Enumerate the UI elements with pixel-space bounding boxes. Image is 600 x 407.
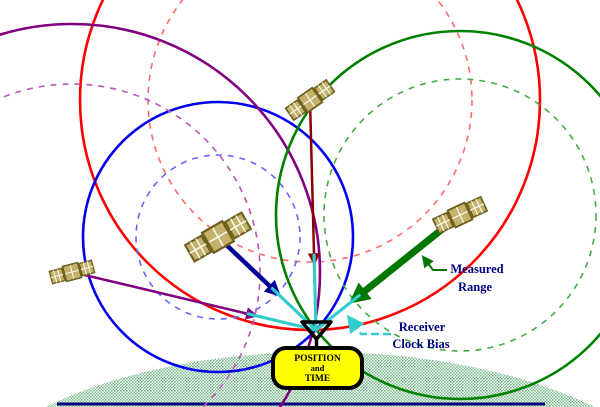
position-box-line2: and xyxy=(311,363,325,373)
measured-range-label-line2: Range xyxy=(458,280,492,294)
position-box-line1: POSITION xyxy=(294,354,341,364)
measured-range-circle-center xyxy=(135,154,301,320)
satellite-top-icon xyxy=(284,78,336,122)
position-box-line3: TIME xyxy=(305,374,330,384)
satellite-right-icon xyxy=(431,195,489,235)
position-time-box-rect xyxy=(271,346,364,390)
clock-bias-label-line1: Receiver xyxy=(399,320,446,334)
clock-bias-pointer xyxy=(346,314,391,336)
measured-range-circle-right xyxy=(323,78,597,352)
satellites-layer xyxy=(48,78,489,285)
clock-bias-segment-right xyxy=(314,293,361,332)
measured-range-label-line1: Measured xyxy=(450,262,503,276)
true-range-circle-center xyxy=(81,100,355,374)
clock-bias-segment-top xyxy=(312,253,318,332)
measured-range-arrow-center xyxy=(220,238,282,297)
satellite-left-icon xyxy=(48,259,96,285)
measured-range-pointer xyxy=(421,255,447,271)
position-time-box: POSITION and TIME xyxy=(271,346,364,390)
satellite-center-icon xyxy=(183,211,253,263)
measured-range-arrow-top xyxy=(307,104,321,266)
measured-range-circle-left xyxy=(0,83,261,407)
true-range-circle-left xyxy=(0,22,322,407)
true-range-circle-right xyxy=(274,29,600,401)
clock-bias-label-line2: Clock Bias xyxy=(392,337,449,351)
measured-range-arrow-left xyxy=(76,271,259,320)
